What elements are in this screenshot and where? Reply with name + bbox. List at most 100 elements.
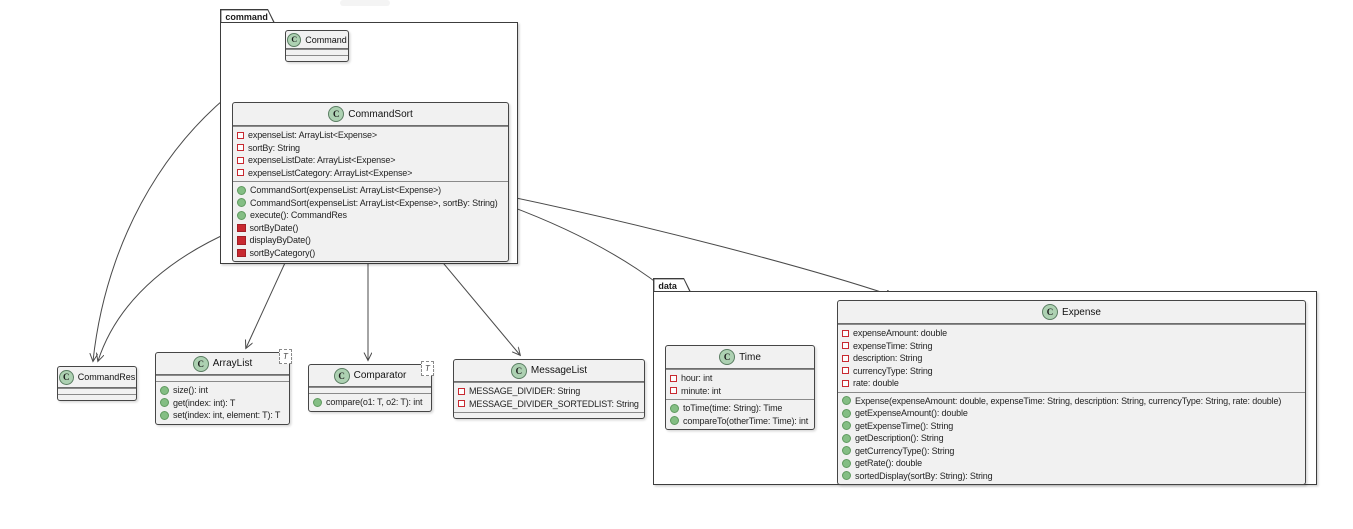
public-method-icon (670, 403, 679, 413)
field-row: description: String (842, 352, 1301, 365)
private-field-icon (458, 387, 465, 395)
public-method-icon (842, 433, 851, 443)
fields-compartment (286, 49, 348, 55)
class-icon: C (287, 32, 302, 47)
public-method-icon (670, 416, 679, 426)
method-text: compareTo(otherTime: Time): int (683, 415, 809, 426)
edge-commandsort-to-expense (506, 195, 893, 296)
class-icon: C (328, 106, 345, 122)
private-method-icon (237, 248, 246, 257)
edge-commandsort-to-messagelist (433, 251, 520, 355)
private-field-icon (237, 169, 244, 177)
top-artifact (340, 0, 390, 6)
method-text: getDescription(): String (855, 433, 944, 443)
field-row: MESSAGE_DIVIDER: String (458, 385, 640, 398)
method-text: CommandSort(expenseList: ArrayList<Expen… (250, 185, 441, 195)
method-row: getCurrencyType(): String (842, 445, 1301, 458)
method-row: Expense(expenseAmount: double, expenseTi… (842, 395, 1301, 408)
class-name: MessageList (530, 365, 588, 376)
field-row: expenseListDate: ArrayList<Expense> (237, 154, 504, 167)
fields-compartment (156, 375, 289, 381)
method-row: getRate(): double (842, 457, 1301, 470)
field-text: hour: int (681, 373, 713, 383)
method-text: set(index: int, element: T): T (173, 410, 281, 420)
private-field-icon (842, 354, 849, 362)
method-row: getDescription(): String (842, 432, 1301, 445)
field-text: expenseListDate: ArrayList<Expense> (248, 155, 396, 165)
package-tab-command: command (220, 9, 275, 23)
public-method-icon (842, 396, 851, 406)
methods-compartment: size(): int get(index: int): T set(index… (156, 381, 289, 424)
class-name: Command (305, 34, 347, 45)
private-field-icon (458, 400, 465, 408)
public-method-icon (160, 398, 169, 408)
method-text: getExpenseTime(): String (855, 420, 954, 431)
method-text: compare(o1: T, o2: T): int (326, 397, 423, 407)
field-row: expenseList: ArrayList<Expense> (237, 129, 504, 142)
field-row: hour: int (670, 372, 810, 385)
class-name: Expense (1062, 306, 1101, 318)
fields-compartment: MESSAGE_DIVIDER: String MESSAGE_DIVIDER_… (454, 382, 644, 412)
public-method-icon (313, 397, 322, 407)
field-text: minute: int (681, 385, 721, 396)
method-text: toTime(time: String): Time (683, 403, 783, 413)
public-method-icon (160, 410, 169, 420)
field-row: expenseTime: String (842, 340, 1301, 353)
method-text: getCurrencyType(): String (855, 445, 955, 456)
public-method-icon (237, 210, 246, 220)
method-text: get(index: int): T (173, 397, 236, 408)
method-text: sortByDate() (249, 222, 299, 233)
method-row: displayByDate() (237, 234, 504, 247)
method-row: CommandSort(expenseList: ArrayList<Expen… (237, 197, 504, 210)
methods-compartment: compare(o1: T, o2: T): int (309, 393, 431, 411)
generic-type-badge: T (421, 361, 434, 376)
field-text: MESSAGE_DIVIDER_SORTEDLIST: String (469, 398, 639, 409)
class-name: CommandRes (77, 372, 136, 382)
class-expense: C Expense expenseAmount: double expenseT… (837, 300, 1306, 485)
private-method-icon (237, 223, 246, 232)
methods-compartment: Expense(expenseAmount: double, expenseTi… (838, 391, 1305, 485)
field-row: MESSAGE_DIVIDER_SORTEDLIST: String (458, 398, 640, 411)
private-field-icon (237, 144, 244, 152)
private-method-icon (237, 236, 246, 245)
class-icon: C (719, 349, 736, 365)
class-icon: C (510, 362, 527, 379)
method-text: sortByCategory() (249, 247, 316, 258)
method-row: compareTo(otherTime: Time): int (670, 415, 810, 428)
class-name: Time (739, 351, 761, 363)
fields-compartment (309, 387, 431, 393)
private-field-icon (842, 342, 849, 350)
private-field-icon (670, 387, 677, 395)
public-method-icon (842, 458, 851, 468)
fields-compartment: expenseAmount: double expenseTime: Strin… (838, 324, 1305, 392)
methods-compartment: toTime(time: String): Time compareTo(oth… (666, 399, 814, 429)
fields-compartment (58, 388, 136, 394)
method-row: execute(): CommandRes (237, 209, 504, 222)
private-field-icon (237, 156, 244, 164)
package-label-command: command (225, 11, 268, 22)
method-text: sortedDisplay(sortBy: String): String (855, 470, 993, 481)
field-row: minute: int (670, 385, 810, 398)
methods-compartment: CommandSort(expenseList: ArrayList<Expen… (233, 181, 508, 261)
field-text: expenseTime: String (853, 340, 933, 351)
method-row: compare(o1: T, o2: T): int (313, 396, 427, 409)
class-icon: C (333, 367, 350, 384)
field-row: expenseListCategory: ArrayList<Expense> (237, 167, 504, 180)
fields-compartment: expenseList: ArrayList<Expense> sortBy: … (233, 126, 508, 181)
field-text: expenseAmount: double (853, 328, 947, 338)
class-name: ArrayList (212, 358, 253, 369)
field-row: currencyType: String (842, 365, 1301, 378)
method-text: displayByDate() (249, 235, 311, 245)
method-row: toTime(time: String): Time (670, 402, 810, 415)
class-commandsort: C CommandSort expenseList: ArrayList<Exp… (232, 102, 509, 262)
fields-compartment: hour: int minute: int (666, 369, 814, 399)
field-text: expenseListCategory: ArrayList<Expense> (248, 167, 413, 178)
private-field-icon (842, 379, 849, 387)
method-text: getExpenseAmount(): double (855, 408, 968, 418)
method-row: CommandSort(expenseList: ArrayList<Expen… (237, 184, 504, 197)
public-method-icon (160, 385, 169, 395)
methods-compartment (454, 412, 644, 418)
field-row: rate: double (842, 377, 1301, 390)
public-method-icon (237, 198, 246, 208)
class-icon: C (58, 369, 74, 385)
